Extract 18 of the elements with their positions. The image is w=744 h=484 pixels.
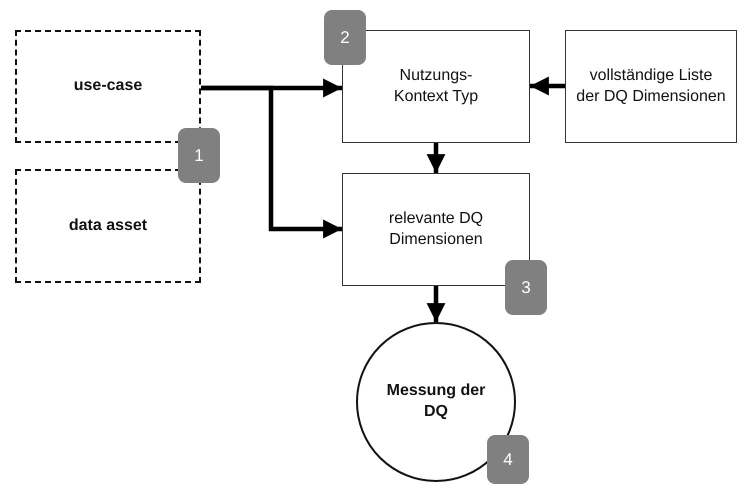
arrow	[201, 86, 342, 238]
node-label: relevante DQ Dimensionen	[388, 208, 484, 250]
process-box	[565, 30, 737, 143]
arrow	[426, 286, 446, 322]
callout-number: 3	[505, 260, 547, 315]
node-label: data asset	[68, 216, 148, 236]
callout-number: 1	[178, 128, 220, 183]
node-label: vollständige Liste der DQ Dimensionen	[576, 66, 726, 106]
dashed-box	[15, 169, 201, 283]
dashed-box	[15, 30, 201, 143]
arrow	[530, 76, 565, 96]
arrow	[426, 143, 446, 173]
node-label: Nutzungs- Kontext Typ	[392, 66, 480, 106]
node-label: Messung der DQ	[386, 381, 486, 422]
process-box	[342, 30, 530, 143]
callout-number: 4	[487, 435, 529, 484]
node-label: use-case	[74, 76, 142, 96]
callout-number: 2	[324, 10, 366, 65]
